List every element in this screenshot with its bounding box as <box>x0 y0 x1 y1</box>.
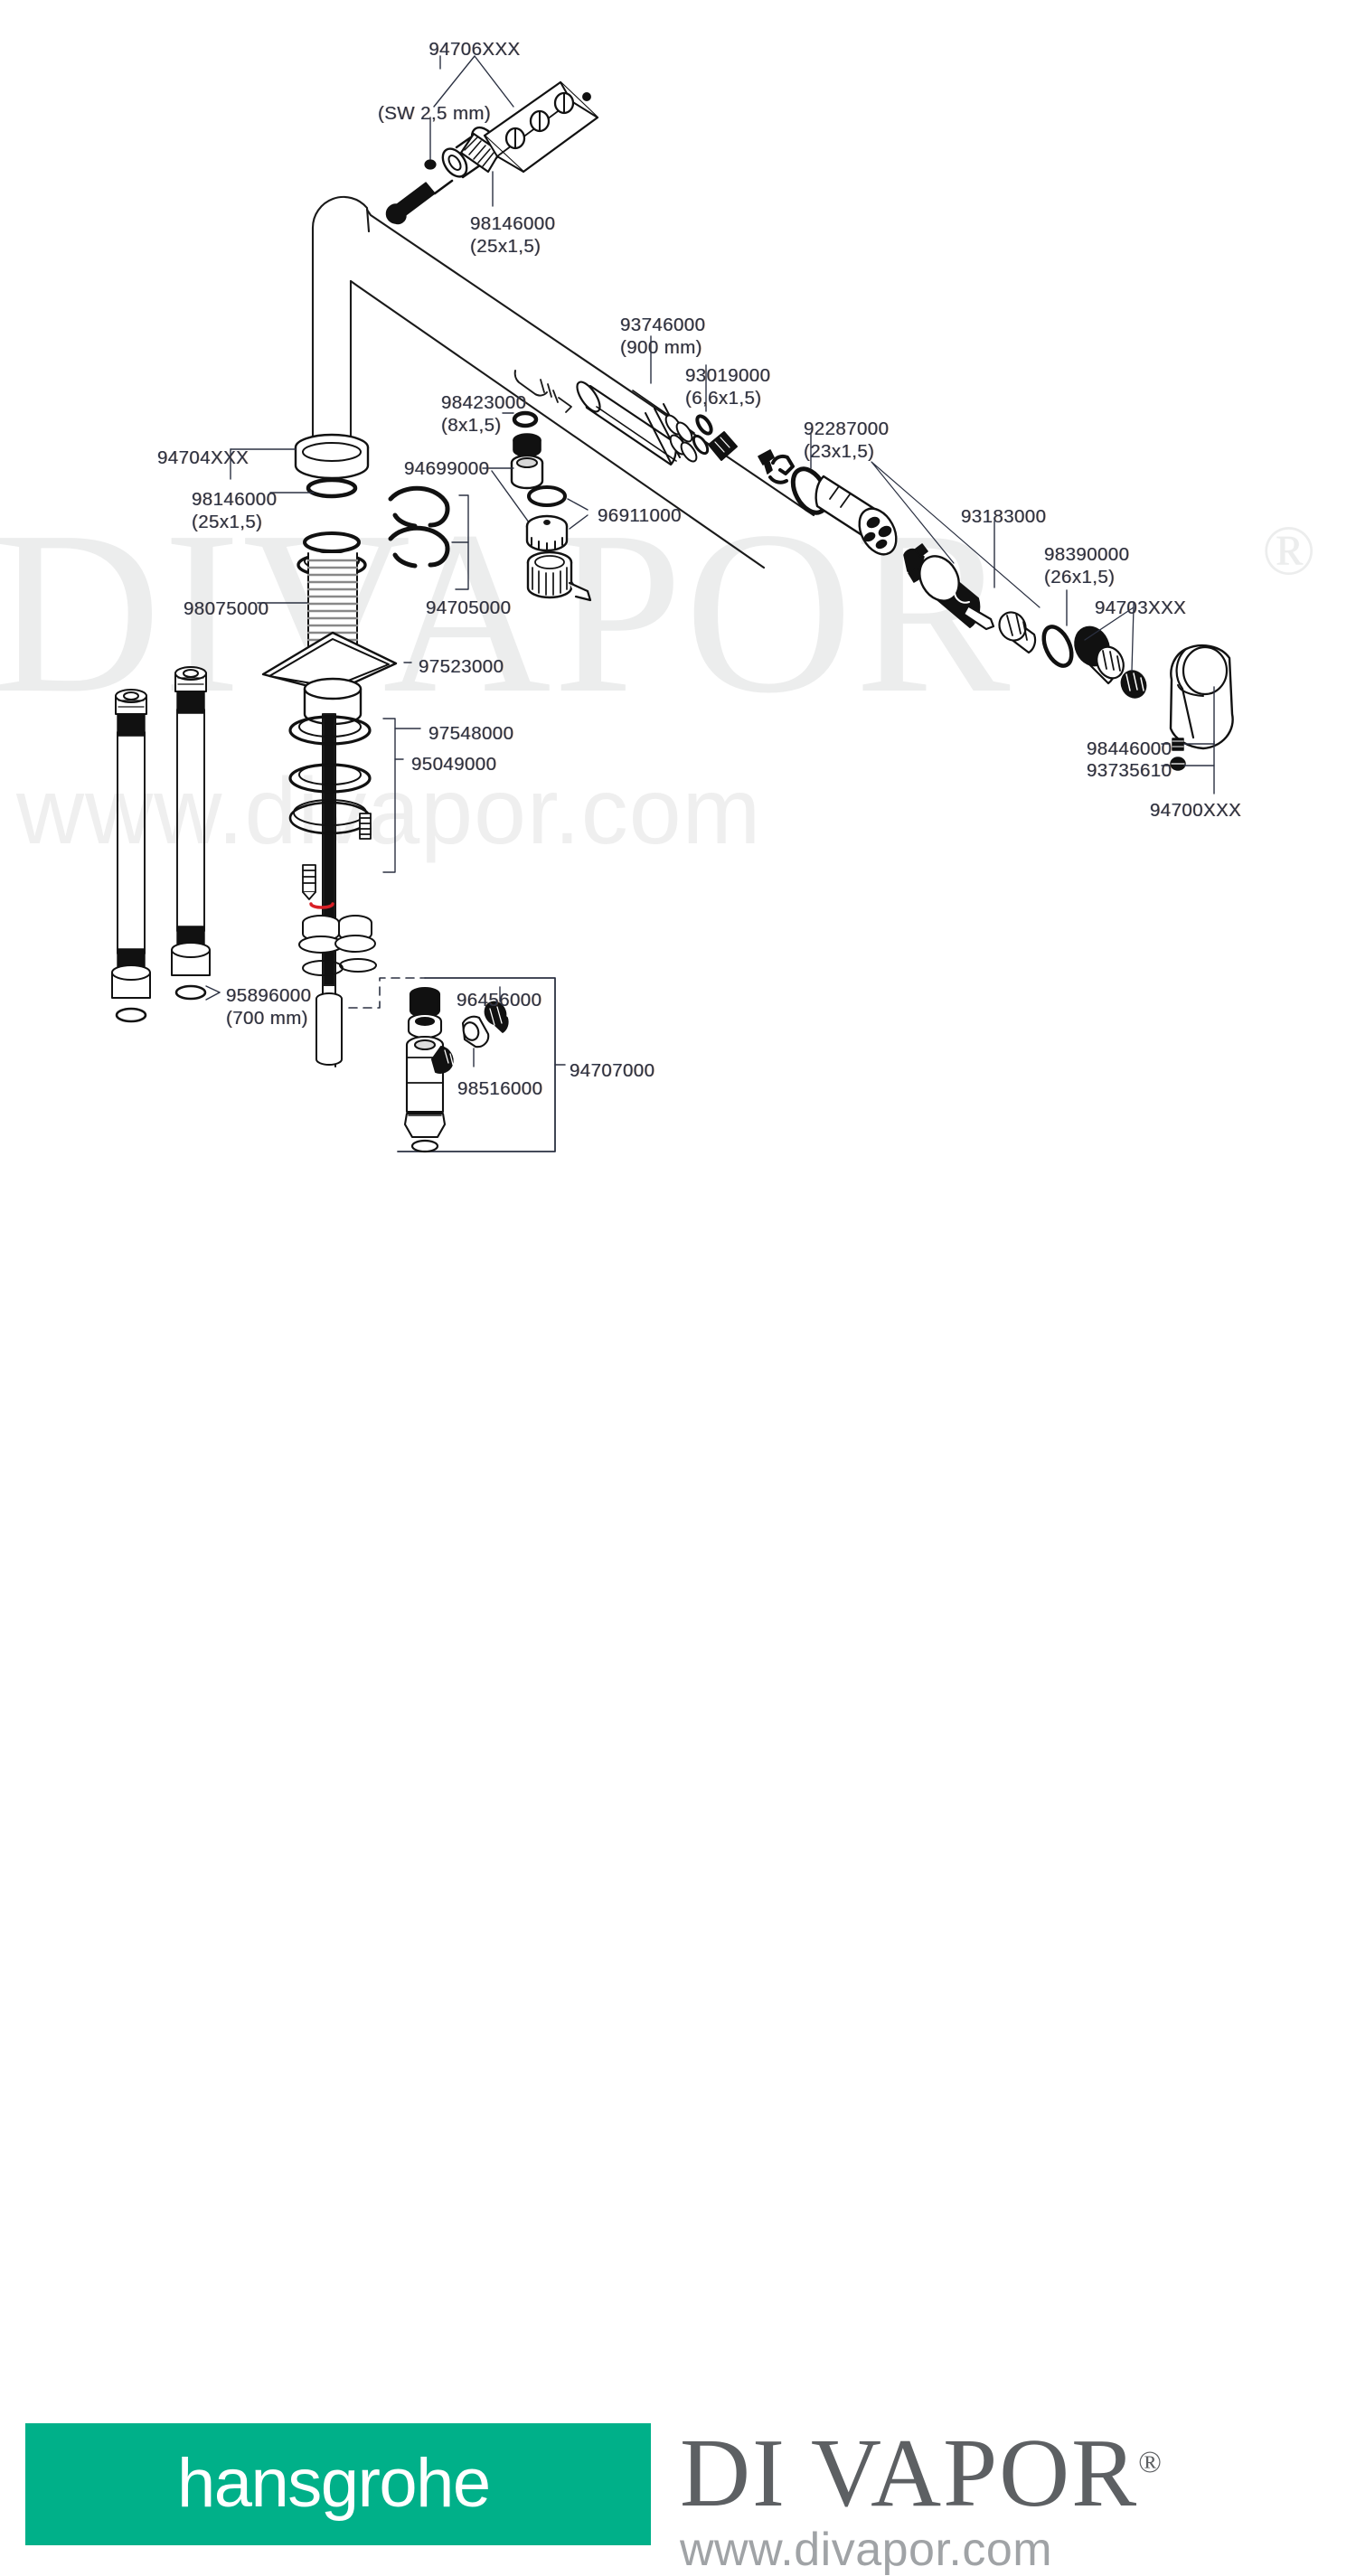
part-label-97548000: 97548000 <box>428 722 513 745</box>
part-number: 98423000 <box>441 392 527 413</box>
part-number: 97523000 <box>419 656 504 677</box>
part-spec: (6,6x1,5) <box>685 388 762 409</box>
part-label-98146000: 98146000(25x1,5) <box>192 488 277 533</box>
part-number: 98146000 <box>470 213 556 234</box>
part-spec: (25x1,5) <box>192 512 263 532</box>
part-number: 94699000 <box>404 458 490 479</box>
part-number: 93735610 <box>1087 760 1172 781</box>
part-label-93746000: 93746000(900 mm) <box>620 314 705 359</box>
part-spec: (700 mm) <box>226 1008 308 1029</box>
divapor-url: www.divapor.com <box>680 2524 1053 2576</box>
part-label-94699000: 94699000 <box>404 457 489 480</box>
watermark-url: www.divapor.com <box>16 759 762 864</box>
part-number: 94706XXX <box>428 39 521 60</box>
part-number: 98146000 <box>192 489 278 510</box>
part-label-93183000: 93183000 <box>961 505 1046 528</box>
part-spec: (25x1,5) <box>470 236 541 257</box>
part-number: 93019000 <box>685 365 771 386</box>
part-number: 98516000 <box>457 1078 543 1099</box>
exploded-parts-drawing <box>111 55 1234 1153</box>
divapor-name: DI VAPOR <box>680 2420 1139 2527</box>
part-label-94707000: 94707000 <box>570 1059 654 1082</box>
part-label-94705000: 94705000 <box>426 597 511 619</box>
part-number: 93746000 <box>620 315 706 335</box>
part-label-94700xxx: 94700XXX <box>1150 799 1241 822</box>
part-number: 94705000 <box>426 597 512 618</box>
part-label-97523000: 97523000 <box>419 655 504 678</box>
part-label-96456000: 96456000 <box>457 989 541 1011</box>
part-spec: (23x1,5) <box>804 441 875 462</box>
footer-branding: hansgrohe DI VAPOR® www.divapor.com <box>0 1209 1356 2575</box>
part-number: 92287000 <box>804 418 890 439</box>
part-spec: (26x1,5) <box>1044 567 1116 588</box>
watermark-registered-icon: ® <box>1262 511 1318 589</box>
part-label-98390000: 98390000(26x1,5) <box>1044 543 1129 588</box>
part-number: 95896000 <box>226 985 312 1006</box>
part-label-98423000: 98423000(8x1,5) <box>441 391 526 437</box>
part-spec: (900 mm) <box>620 337 702 358</box>
part-label-93019000: 93019000(6,6x1,5) <box>685 364 770 409</box>
part-label-92287000: 92287000(23x1,5) <box>804 418 889 463</box>
part-label-98146000: 98146000(25x1,5) <box>470 212 555 258</box>
part-label-94703xxx: 94703XXX <box>1095 597 1186 619</box>
divapor-branding: DI VAPOR® www.divapor.com <box>680 2416 1349 2576</box>
part-number: 97548000 <box>428 723 514 744</box>
part-number: 96456000 <box>457 990 542 1011</box>
watermark-divapor: DIVAPOR <box>0 483 1012 741</box>
part-number: 96911000 <box>598 505 682 526</box>
part-number: 98075000 <box>184 598 269 619</box>
part-spec: (8x1,5) <box>441 415 502 436</box>
part-number: 93183000 <box>961 506 1047 527</box>
part-number: 98446000 <box>1087 738 1172 759</box>
part-number: 94707000 <box>570 1060 655 1081</box>
part-number: 94704XXX <box>157 447 250 468</box>
divapor-wordmark: DI VAPOR® <box>680 2416 1349 2523</box>
part-label-98446000: 98446000 <box>1087 738 1172 760</box>
part-number: 94700XXX <box>1150 800 1242 821</box>
diagram-page: DIVAPOR ® www.divapor.com <box>0 38 1318 1153</box>
part-number: 95049000 <box>411 754 497 775</box>
part-label-93735610: 93735610 <box>1087 759 1172 782</box>
part-label-98075000: 98075000 <box>184 597 268 620</box>
part-number: (SW 2,5 mm) <box>378 103 492 124</box>
part-number: 98390000 <box>1044 544 1130 565</box>
part-label-95049000: 95049000 <box>411 753 496 776</box>
part-label-95896000: 95896000(700 mm) <box>226 984 311 1029</box>
part-label-94706xxx: 94706XXX <box>428 38 520 61</box>
part-label-sw25mm: (SW 2,5 mm) <box>378 102 491 125</box>
registered-trademark-icon: ® <box>1138 2446 1163 2479</box>
hansgrohe-logo-text: hansgrohe <box>177 2445 491 2522</box>
part-label-96911000: 96911000 <box>598 504 682 527</box>
part-number: 94703XXX <box>1095 597 1187 618</box>
part-label-98516000: 98516000 <box>457 1077 542 1100</box>
part-label-94704xxx: 94704XXX <box>157 447 249 469</box>
